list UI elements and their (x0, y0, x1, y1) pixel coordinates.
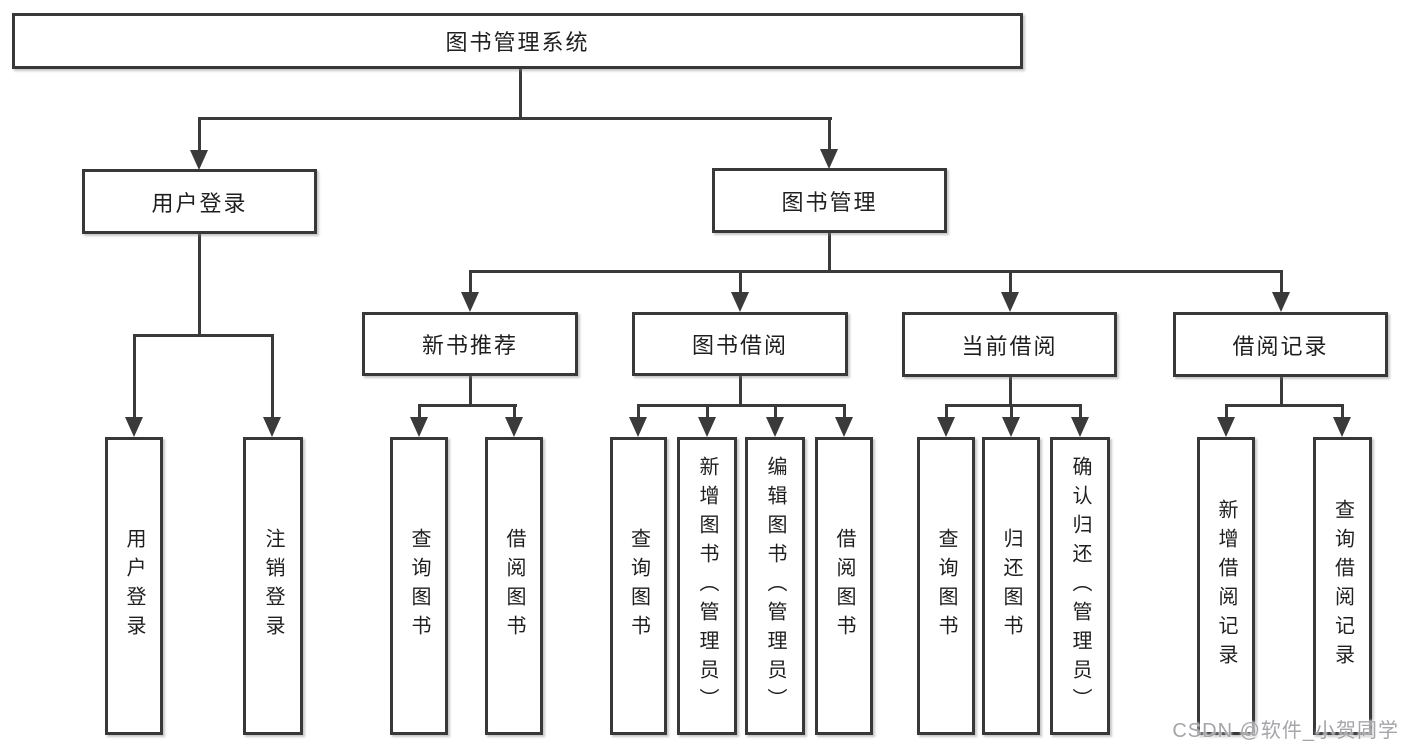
connector-line (513, 404, 516, 422)
leaf-query-borrow-record: 查询借阅记录 (1313, 437, 1372, 735)
arrowhead-down-icon (190, 150, 208, 170)
connector-line (739, 270, 742, 296)
arrowhead-down-icon (1071, 417, 1089, 437)
connector-line (1225, 404, 1344, 407)
connector-line (706, 404, 709, 422)
connector-line (637, 404, 640, 422)
leaf-recommend-borrow-books: 借阅图书 (485, 437, 543, 735)
connector-line (519, 69, 522, 119)
arrowhead-down-icon (125, 417, 143, 437)
arrowhead-down-icon (1333, 417, 1351, 437)
connector-line (828, 233, 831, 273)
arrowhead-down-icon (1272, 292, 1290, 312)
arrowhead-down-icon (766, 417, 784, 437)
node-book-borrow: 图书借阅 (632, 312, 848, 376)
connector-line (843, 404, 846, 422)
connector-line (1079, 404, 1082, 422)
connector-line (418, 404, 421, 422)
connector-line (1225, 404, 1228, 422)
leaf-recommend-query-books: 查询图书 (390, 437, 448, 735)
leaf-current-query-books: 查询图书 (917, 437, 975, 735)
connector-line (418, 404, 517, 407)
arrowhead-down-icon (410, 417, 428, 437)
arrowhead-down-icon (731, 292, 749, 312)
arrowhead-down-icon (820, 149, 838, 169)
arrowhead-down-icon (835, 417, 853, 437)
connector-line (828, 117, 831, 152)
leaf-logout: 注销登录 (243, 437, 303, 735)
leaf-borrow-books: 借阅图书 (815, 437, 873, 735)
connector-line (945, 404, 1082, 407)
connector-line (469, 270, 472, 296)
leaf-confirm-return-admin: 确认归还（管理员） (1050, 437, 1110, 735)
connector-line (774, 404, 777, 422)
connector-line (1280, 270, 1283, 296)
arrowhead-down-icon (461, 292, 479, 312)
leaf-user-login: 用户登录 (105, 437, 163, 735)
connector-line (945, 404, 948, 422)
connector-line (469, 270, 1283, 273)
connector-line (1341, 404, 1344, 422)
connector-line (133, 334, 136, 420)
connector-line (271, 334, 274, 420)
connector-line (637, 404, 846, 407)
arrowhead-down-icon (505, 417, 523, 437)
connector-line (198, 117, 201, 152)
arrowhead-down-icon (1217, 417, 1235, 437)
connector-line (1009, 270, 1012, 296)
connector-line (1010, 404, 1013, 422)
arrowhead-down-icon (698, 417, 716, 437)
leaf-borrow-query-books: 查询图书 (610, 437, 667, 735)
connector-line (198, 117, 832, 120)
node-user-login: 用户登录 (82, 169, 317, 234)
node-borrow-records: 借阅记录 (1173, 312, 1388, 377)
connector-line (198, 234, 201, 336)
connector-line (1009, 377, 1012, 407)
arrowhead-down-icon (629, 417, 647, 437)
connector-line (1280, 377, 1283, 407)
node-root: 图书管理系统 (12, 13, 1023, 69)
watermark: CSDN @软件_小贺同学 (1172, 720, 1399, 742)
connector-line (739, 376, 742, 407)
node-current-borrow: 当前借阅 (902, 312, 1117, 377)
arrowhead-down-icon (263, 417, 281, 437)
arrowhead-down-icon (1002, 417, 1020, 437)
leaf-return-books: 归还图书 (982, 437, 1040, 735)
arrowhead-down-icon (937, 417, 955, 437)
connector-line (133, 334, 274, 337)
leaf-add-borrow-record: 新增借阅记录 (1197, 437, 1255, 735)
node-new-book-recommend: 新书推荐 (362, 312, 578, 376)
leaf-add-books-admin: 新增图书（管理员） (677, 437, 737, 735)
leaf-edit-books-admin: 编辑图书（管理员） (745, 437, 805, 735)
arrowhead-down-icon (1001, 292, 1019, 312)
connector-line (469, 376, 472, 407)
node-book-management: 图书管理 (712, 168, 947, 233)
